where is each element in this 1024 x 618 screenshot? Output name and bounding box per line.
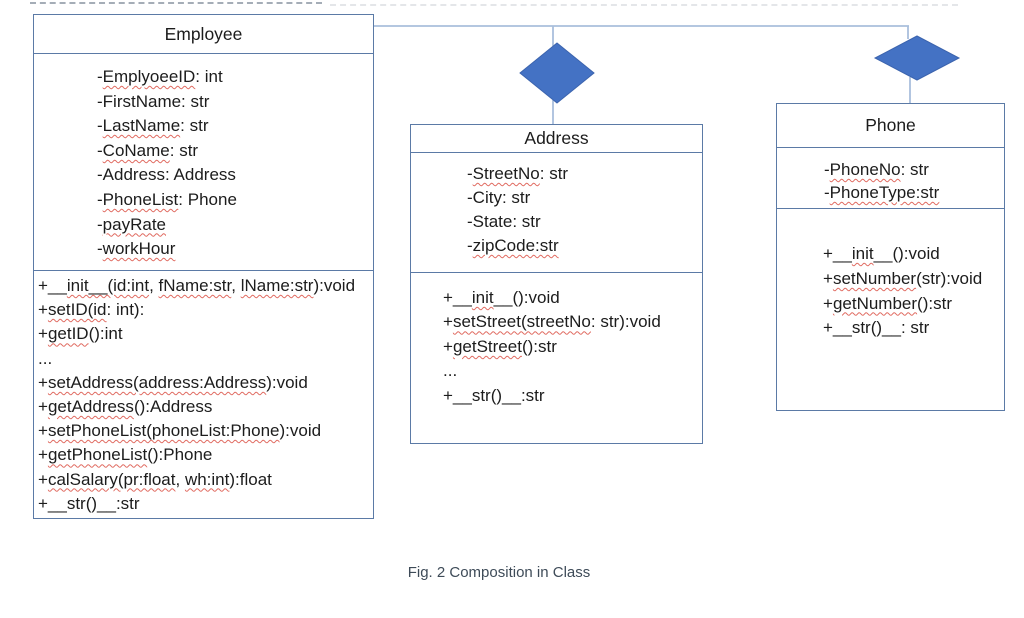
misspelled-text: getAddress [47,397,134,417]
member-line: +__str()__:str [38,493,140,513]
class-title-employee: Employee [34,15,373,54]
member-line: +__init__():void [823,244,940,263]
misspelled-text: fName:str [158,276,232,295]
class-methods-employee: +__init__(id:int, fName:str, lName:str):… [34,271,373,516]
misspelled-text: setNumber [832,268,917,288]
class-attributes-employee: -EmplyoeeID: int -FirstName: str -LastName… [34,54,373,271]
page-edge-dashed-line-faint [330,4,958,6]
misspelled-text: init__(id:int [66,276,150,295]
misspelled-text: zipCode:str [472,236,559,255]
member-line: +setStreet(streetNo: str):void [443,312,661,332]
misspelled-text: PhoneList [102,189,179,209]
member-line: -EmplyoeeID: int [97,67,223,86]
misspelled-text: setPhoneList(phoneList:Phone [47,421,280,441]
member-line: -City: str [467,188,531,207]
member-line: +setPhoneList(phoneList:Phone):void [38,421,322,441]
misspelled-text: LastName [102,116,181,136]
member-line: +getPhoneList():Phone [38,445,213,465]
misspelled-text: init [851,244,874,263]
member-line: -StreetNo: str [467,164,569,183]
class-title-phone: Phone [777,104,1004,148]
class-attributes-address: -StreetNo: str -City: str -State: str -zipC… [411,153,702,273]
member-line: +getStreet():str [443,336,557,356]
member-line: +__init__(id:int, fName:str, lName:str):… [38,276,356,295]
misspelled-text: StreetNo [472,164,540,183]
member-line: -CoName: str [97,140,199,160]
misspelled-text: workHour [102,239,176,259]
misspelled-text: EmplyoeeID [102,67,196,86]
member-line: ... [443,361,458,381]
misspelled-text: getPhoneList [47,445,148,465]
class-box-phone: Phone -PhoneNo: str -PhoneType:str +__ini… [776,103,1005,411]
member-line: -Address: Address [97,165,236,185]
misspelled-text: getID [47,324,89,344]
member-line: -zipCode:str [467,236,559,255]
class-methods-address: +__init__():void +setStreet(streetNo: str… [411,273,702,408]
misspelled-text: getStreet [452,336,522,356]
misspelled-text: getNumber [832,293,918,313]
member-line: +__str()__: str [823,318,930,338]
member-line: -PhoneNo: str [824,160,929,179]
member-line: +getAddress():Address [38,397,213,417]
member-line: +getID():int [38,324,123,344]
misspelled-text: setAddress(address:Address [47,372,267,392]
member-line: -State: str [467,212,541,231]
misspelled-text: setID(id [47,300,107,320]
member-line: -LastName: str [97,116,209,136]
member-line: +__str()__:str [443,385,545,405]
member-line: -workHour [97,239,176,259]
page-edge-dashed-line [30,2,322,4]
misspelled-text: lName:str [240,276,314,295]
misspelled-text: calSalary(pr:float [47,469,176,489]
figure-caption: Fig. 2 Composition in Class [407,564,591,581]
class-title-address: Address [411,125,702,153]
member-line: -PhoneList: Phone [97,189,237,209]
member-line: +getNumber():str [823,293,952,313]
class-box-address: Address -StreetNo: str -City: str -State: … [410,124,703,444]
member-line: +__init__():void [443,288,560,307]
misspelled-text: payRate [102,214,166,234]
member-line: +setID(id: int): [38,300,145,320]
member-line: ... [38,348,53,368]
composition-diamond-address-icon [519,42,595,104]
misspelled-text: init [471,288,494,307]
class-attributes-phone: -PhoneNo: str -PhoneType:str [777,148,1004,209]
misspelled-text: setStreet(streetNo [452,312,591,332]
member-line: -FirstName: str [97,91,210,111]
member-line: +calSalary(pr:float, wh:int):float [38,469,272,489]
misspelled-text: PhoneNo [829,160,901,179]
misspelled-text: wh:int [184,469,230,489]
composition-diamond-phone-icon [873,35,961,81]
member-line: -PhoneType:str [824,183,940,202]
misspelled-text: PhoneType:str [829,183,940,202]
class-box-employee: Employee -EmplyoeeID: int -FirstName: str… [33,14,374,519]
misspelled-text: CoName [102,140,170,160]
member-line: +setAddress(address:Address):void [38,372,308,392]
member-line: +setNumber(str):void [823,268,983,288]
class-methods-phone: +__init__():void +setNumber(str):void +get… [777,209,1004,341]
member-line: -payRate [97,214,166,234]
